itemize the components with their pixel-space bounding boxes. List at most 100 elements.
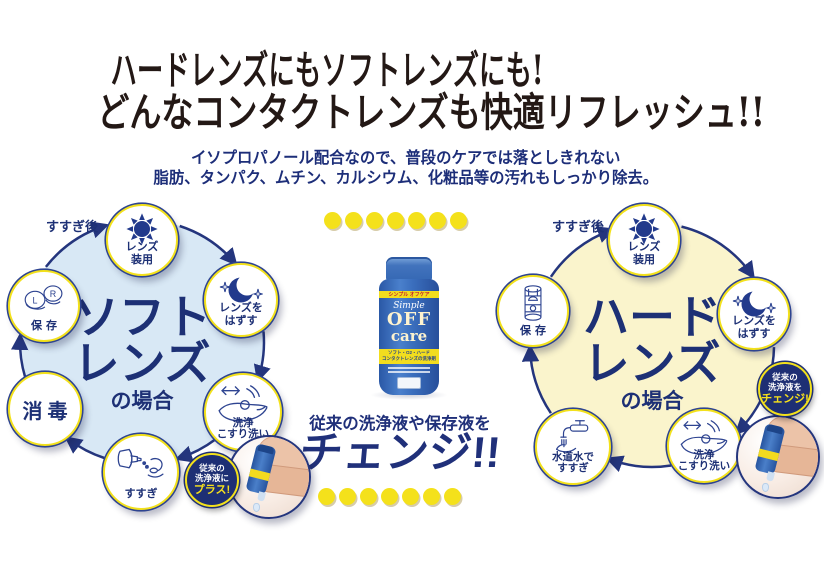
step-label-line: 装用	[131, 253, 153, 266]
step-label: 水道水で すすぎ	[537, 450, 609, 476]
product-bottle: シンプル オフケア Simple OFF care ソフト・O2・ハード コンタ…	[379, 257, 439, 395]
dot-icon	[381, 488, 398, 505]
sun-icon	[108, 212, 176, 246]
dot-icon	[360, 488, 377, 505]
step-label: 保存	[520, 324, 550, 337]
step-label: レンズ 装用	[610, 241, 678, 266]
soft-cycle-title: ソフト レンズ	[42, 294, 242, 386]
bottle-band-line: ソフト・O2・ハード	[387, 350, 430, 356]
badge-line: 洗浄液に	[194, 473, 229, 484]
photo-hand-bottle-left	[227, 435, 311, 519]
dot-icon	[345, 212, 362, 229]
step-lens-wear: レンズ 装用	[608, 204, 680, 276]
drop-icon	[253, 503, 260, 512]
step-label-line: 水道水で	[552, 450, 594, 463]
bottle-band-line: コンタクトレンズの洗浄剤	[382, 356, 436, 362]
badge-line: 従来の	[199, 463, 225, 474]
step-label: レンズ 装用	[108, 241, 176, 266]
step-label-line: レンズ	[627, 241, 661, 254]
drop-icon	[762, 483, 769, 492]
dots-row-top	[324, 212, 467, 229]
step-label-line: レンズを	[219, 302, 263, 315]
step-label-line: こすり洗い	[216, 428, 270, 441]
dot-icon	[339, 488, 356, 505]
hard-cycle-circle	[530, 223, 774, 467]
soft-cycle-title-line1: ソフト	[73, 290, 211, 344]
step-label-line: はずす	[737, 327, 771, 340]
step-disinfect: 消毒	[8, 372, 82, 446]
change-callout-lead: 従来の洗浄液や保存液を	[309, 415, 491, 433]
bottle-yellow-band: ソフト・O2・ハード コンタクトレンズの洗浄剤	[379, 348, 439, 364]
bottle-fine-print	[379, 366, 439, 373]
bottle-brand-script: Simple	[393, 301, 425, 311]
step-lens-remove: レンズを はずす	[718, 278, 790, 350]
badge-highlight: プラス!	[193, 483, 231, 496]
badge-change-cleaner: 従来の 洗浄液を チェンジ!	[758, 362, 812, 416]
bottle-tip	[257, 491, 266, 502]
rinse-bottle-icon	[105, 444, 177, 486]
arrow-icon	[10, 221, 271, 463]
step-label-line: レンズ	[125, 241, 159, 254]
soft-lens-cycle-diagram: すすぎ後 ソフト レンズ の場合 レンズ 装用	[6, 196, 326, 528]
lens-case-soft-icon: L R	[10, 281, 78, 315]
step-label-line: はずす	[224, 314, 258, 327]
rinse-after-label: すすぎ後	[552, 219, 605, 234]
step-rinse: すすぎ	[103, 434, 179, 510]
step-label-line: こすり洗い	[677, 460, 731, 473]
step-label: レンズを はずす	[206, 302, 276, 327]
step-label: 消毒	[22, 400, 73, 423]
bottle-top-strip: シンプル オフケア	[379, 291, 439, 298]
rubbing-hands-icon	[669, 419, 739, 457]
dot-icon	[423, 488, 440, 505]
step-lens-wear: レンズ 装用	[106, 204, 178, 276]
page-title-line2: どんなコンタクトレンズも快適リフレッシュ!!	[97, 88, 765, 136]
step-label-line: 洗浄	[693, 448, 715, 461]
page-subtitle: イソプロパノール配合なので、普段のケアでは落としきれない 脂肪、タンパク、ムチン…	[0, 149, 824, 189]
step-label-line: 洗浄	[232, 416, 254, 429]
dot-icon	[324, 212, 341, 229]
lens-case-hard-icon	[499, 282, 567, 324]
faucet-icon	[537, 419, 609, 457]
step-store: 保存	[497, 275, 569, 347]
bottle-name-line2: care	[390, 327, 428, 345]
moon-icon	[206, 273, 276, 307]
step-tap-rinse: 水道水で すすぎ	[535, 409, 611, 485]
step-label-line: 装用	[633, 253, 655, 266]
step-label-line: レンズを	[732, 315, 776, 328]
bottle-body: シンプル オフケア Simple OFF care ソフト・O2・ハード コンタ…	[379, 279, 439, 395]
dot-icon	[408, 212, 425, 229]
step-label: 洗浄 こすり洗い	[669, 448, 739, 474]
step-label: レンズを はずす	[720, 315, 788, 340]
bottle-volume-box	[397, 376, 421, 389]
badge-plus-to-cleaner: 従来の 洗浄液に プラス!	[185, 453, 239, 507]
svg-text:L: L	[33, 295, 38, 305]
step-label: すすぎ	[124, 487, 158, 500]
photo-hand-bottle-right	[736, 415, 820, 499]
dot-icon	[402, 488, 419, 505]
rinse-after-label: すすぎ後	[46, 219, 99, 234]
moon-icon	[720, 287, 788, 321]
badge-line: 洗浄液を	[767, 382, 802, 393]
step-label: 保存	[31, 319, 61, 332]
hard-cycle-title: ハード レンズ	[552, 294, 752, 386]
bottle-name-line1: OFF	[386, 309, 432, 330]
dot-icon	[429, 212, 446, 229]
dot-icon	[387, 212, 404, 229]
page-subtitle-line2: 脂肪、タンパク、ムチン、カルシウム、化粧品等の汚れもしっかり除去。	[153, 170, 659, 187]
sun-icon	[610, 212, 678, 246]
bottle-shadow	[370, 390, 448, 400]
dot-icon	[366, 212, 383, 229]
hard-cycle-case-label: の場合	[620, 388, 684, 413]
soft-cycle-case-label: の場合	[110, 388, 174, 413]
badge-line: 従来の	[772, 372, 798, 383]
change-callout-word: チェンジ!!	[297, 429, 503, 477]
page-title-line1: ハードレンズにもソフトレンズにも!	[110, 47, 544, 94]
page-title: ハードレンズにもソフトレンズにも! どんなコンタクトレンズも快適リフレッシュ!!	[0, 50, 824, 133]
bottle-tip	[766, 471, 775, 482]
dots-row-bottom	[318, 488, 461, 505]
page-subtitle-line1: イソプロパノール配合なので、普段のケアでは落としきれない	[191, 150, 621, 167]
dot-icon	[444, 488, 461, 505]
dot-icon	[450, 212, 467, 229]
step-label-line: すすぎ	[557, 462, 589, 475]
